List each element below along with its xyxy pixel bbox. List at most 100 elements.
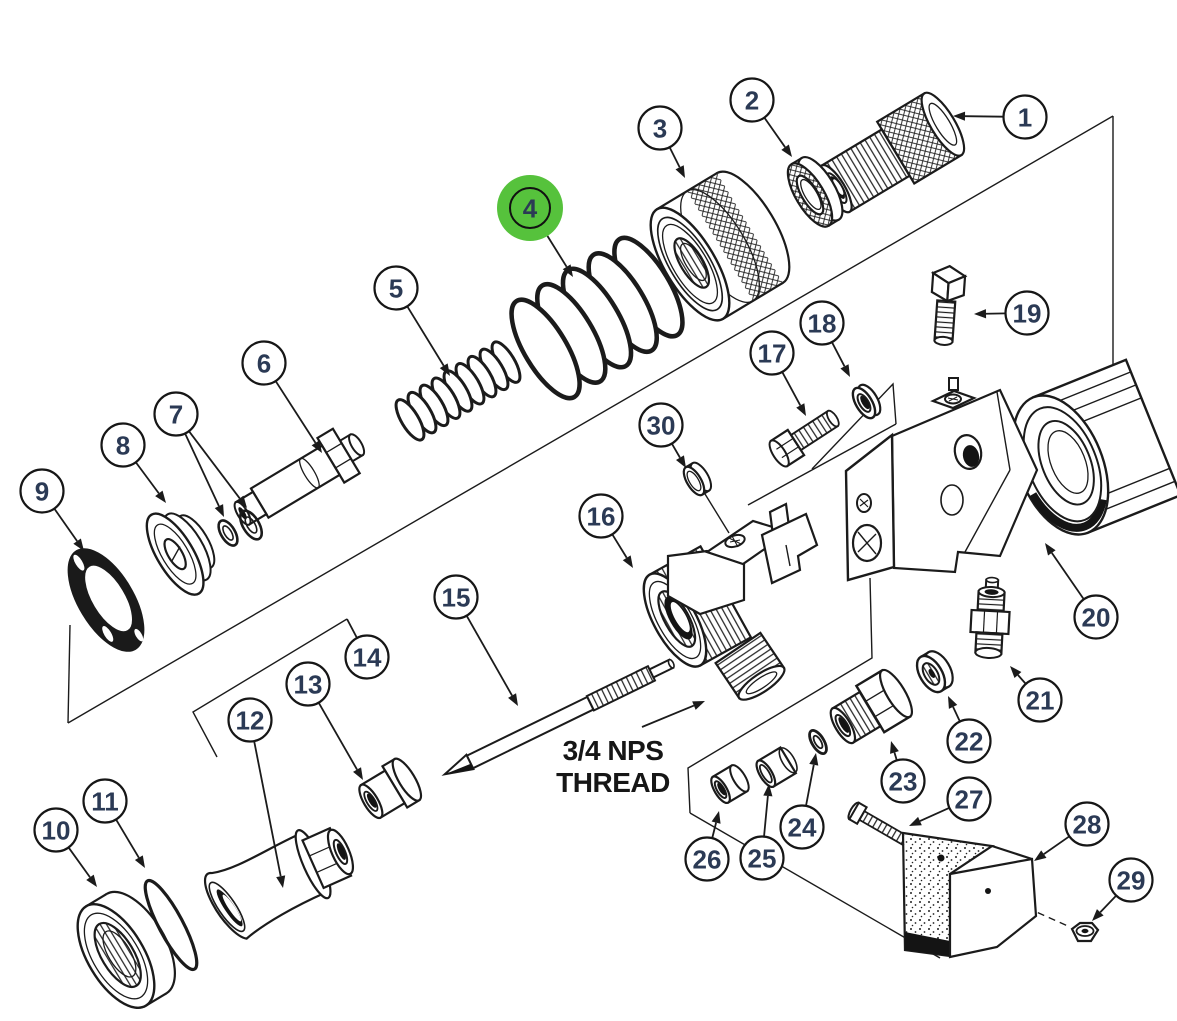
part-23-illustration (829, 668, 914, 745)
callout-19[interactable]: 19 (1004, 290, 1050, 336)
callout-circle (684, 836, 730, 882)
leader-line-9 (53, 508, 78, 542)
callout-number: 3 (653, 113, 667, 143)
callout-number: 2 (745, 85, 759, 115)
part-19-illustration (930, 264, 968, 346)
callout-circle (1002, 94, 1048, 140)
callout-number: 19 (1013, 298, 1042, 328)
callout-circle (1073, 594, 1119, 640)
callout-number: 23 (889, 766, 918, 796)
callout-circle (799, 300, 845, 346)
callout-28[interactable]: 28 (1064, 801, 1110, 847)
callout-4-highlighted[interactable]: 4 (497, 175, 563, 241)
fitting-group-lower-edge (689, 812, 941, 959)
axis-left-cap-line (67, 624, 71, 724)
part-16-illustration (642, 502, 819, 701)
part-1-illustration (818, 91, 966, 214)
part-30-illustration (682, 461, 713, 497)
leader-line-24-arrowhead (809, 753, 819, 766)
callout-number: 21 (1026, 685, 1055, 715)
fitting-group-bracket (687, 577, 873, 814)
leader-line-6-arrowhead (311, 440, 322, 453)
callout-circle (153, 391, 199, 437)
part-29-illustration (1070, 921, 1100, 943)
callout-number: 15 (442, 582, 471, 612)
callout-3[interactable]: 3 (637, 105, 683, 151)
callout-2[interactable]: 2 (729, 77, 775, 123)
callout-16[interactable]: 16 (578, 493, 624, 539)
callout-number: 22 (955, 726, 984, 756)
callout-23[interactable]: 23 (880, 758, 926, 804)
leader-line-8-arrowhead (155, 490, 166, 503)
callout-circle (729, 77, 775, 123)
leader-line-27-arrowhead (909, 816, 922, 826)
leader-line-16 (611, 533, 628, 559)
leader-line-28 (1043, 835, 1070, 855)
callout-circle (946, 718, 992, 764)
callout-26[interactable]: 26 (684, 836, 730, 882)
callout-circle (373, 265, 419, 311)
callout-21[interactable]: 21 (1017, 677, 1063, 723)
callout-5[interactable]: 5 (373, 265, 419, 311)
leader-line-29 (1099, 894, 1117, 913)
leader-line-10-arrowhead (86, 874, 97, 887)
callout-number: 27 (955, 784, 984, 814)
leader-line-1-arrowhead (953, 111, 966, 121)
part-22-illustration (915, 650, 954, 694)
callout-15[interactable]: 15 (433, 574, 479, 620)
callout-20[interactable]: 20 (1073, 594, 1119, 640)
callout-number: 25 (748, 843, 777, 873)
leader-line-13 (317, 702, 358, 771)
leader-line-26 (711, 822, 717, 839)
callout-18[interactable]: 18 (799, 300, 845, 346)
leader-line-11 (115, 818, 140, 859)
callout-number: 5 (389, 273, 403, 303)
thread-annotation: 3/4 NPS THREAD (556, 701, 705, 798)
leader-line-14 (346, 618, 358, 639)
callout-14[interactable]: 14 (344, 634, 390, 680)
callout-24[interactable]: 24 (779, 804, 825, 850)
callout-circle (241, 340, 287, 386)
callout-11[interactable]: 11 (82, 778, 128, 824)
callout-29[interactable]: 29 (1108, 857, 1154, 903)
leader-line-12-arrowhead (276, 875, 286, 888)
part-20-illustration (844, 358, 1177, 582)
callout-number: 28 (1073, 809, 1102, 839)
callout-number: 20 (1082, 602, 1111, 632)
callout-9[interactable]: 9 (19, 468, 65, 514)
callout-6[interactable]: 6 (241, 340, 287, 386)
leader-line-15-arrowhead (508, 693, 518, 706)
callout-17[interactable]: 17 (749, 330, 795, 376)
part-13-illustration (358, 757, 423, 820)
callout-number: 16 (587, 501, 616, 531)
part-10-illustration (76, 890, 176, 1009)
callout-circle (344, 634, 390, 680)
parts-illustration (67, 91, 1177, 1009)
leader-line-29-arrowhead (1092, 909, 1104, 921)
leader-line-22 (952, 706, 961, 722)
callout-8[interactable]: 8 (100, 422, 146, 468)
callout-number: 26 (693, 844, 722, 874)
callout-10[interactable]: 10 (33, 807, 79, 853)
part-8-illustration (145, 512, 216, 596)
callout-30[interactable]: 30 (638, 402, 684, 448)
leader-line-7-arrowhead (214, 504, 224, 517)
callout-12[interactable]: 12 (227, 697, 273, 743)
callout-27[interactable]: 27 (946, 776, 992, 822)
thread-annotation-line1: 3/4 NPS (563, 735, 664, 766)
reference-frame-lines (67, 115, 1114, 959)
leader-line-19-arrowhead (974, 309, 987, 319)
callout-circle (1108, 857, 1154, 903)
callout-7[interactable]: 7 (153, 391, 199, 437)
part-11-illustration (143, 878, 199, 972)
callout-1[interactable]: 1 (1002, 94, 1048, 140)
callout-25[interactable]: 25 (739, 835, 785, 881)
leader-line-30-arrowhead (675, 455, 686, 468)
leader-line-7-2-arrowhead (236, 495, 247, 508)
callout-number: 12 (236, 705, 265, 735)
callout-22[interactable]: 22 (946, 718, 992, 764)
thread-annotation-arrow-arrowhead (692, 701, 705, 710)
part-26-illustration (710, 763, 750, 805)
callout-number: 17 (758, 338, 787, 368)
callout-13[interactable]: 13 (285, 661, 331, 707)
